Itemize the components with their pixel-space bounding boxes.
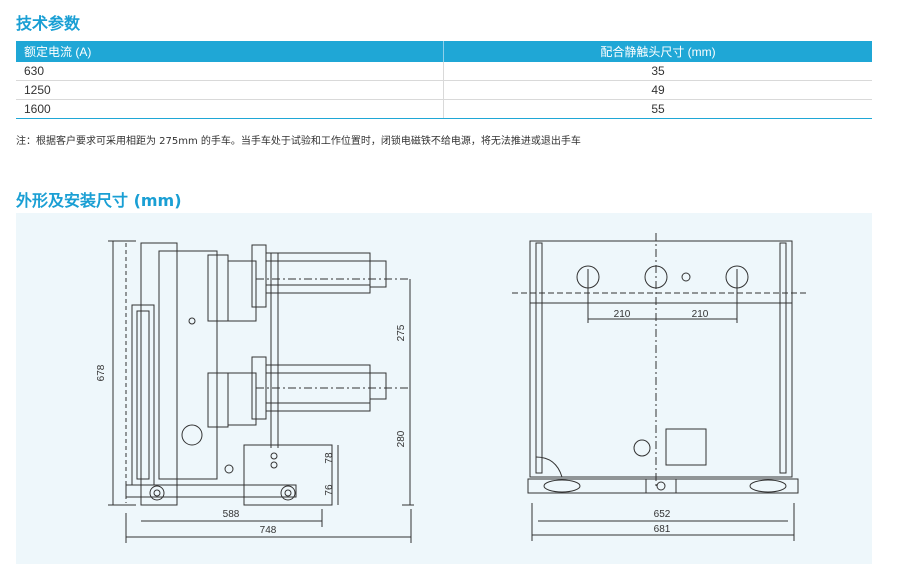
base-height-label: 76 xyxy=(324,484,335,496)
lower-contact-height-label: 280 xyxy=(396,430,407,447)
rated-current-cell: 1600 xyxy=(16,99,444,119)
wheel-icon xyxy=(280,485,296,501)
table-row: 1600 55 xyxy=(16,99,872,119)
table-row: 630 35 xyxy=(16,62,872,81)
rated-current-cell: 630 xyxy=(16,62,444,81)
rated-current-cell: 1250 xyxy=(16,80,444,100)
dimension-section-title: 外形及安装尺寸 (mm) xyxy=(16,191,182,210)
contact-size-cell: 55 xyxy=(443,99,872,119)
spec-table-header: 额定电流 (A) 配合静触头尺寸 (mm) xyxy=(16,41,872,62)
upper-flange xyxy=(251,244,267,308)
contact-size-cell: 49 xyxy=(443,80,872,100)
upper-insulator xyxy=(207,254,229,322)
header-rated-current: 额定电流 (A) xyxy=(16,41,444,62)
front-inner-width-label: 652 xyxy=(654,509,671,520)
dimension-drawing-panel: 678 275 280 78 76 588 748 xyxy=(16,213,872,564)
side-frame xyxy=(140,242,178,506)
side-height-label: 678 xyxy=(96,364,107,381)
header-contact-size: 配合静触头尺寸 (mm) xyxy=(443,41,872,62)
base-rail xyxy=(125,484,297,498)
upper-arm xyxy=(265,252,371,294)
side-view: 678 275 280 78 76 588 748 xyxy=(96,240,414,543)
bracket-height-label: 78 xyxy=(324,452,335,464)
front-overall-width-label: 681 xyxy=(654,524,671,535)
terminal-circle xyxy=(644,265,668,289)
handle-circle xyxy=(181,424,203,446)
spec-table: 额定电流 (A) 配合静触头尺寸 (mm) 630 35 1250 49 160… xyxy=(16,41,872,119)
inner-width-label: 588 xyxy=(223,509,240,520)
spec-section-title: 技术参数 xyxy=(16,14,81,33)
side-body xyxy=(158,250,218,480)
nameplate xyxy=(665,428,707,466)
lower-insulator xyxy=(207,372,229,428)
wheel-icon xyxy=(149,485,165,501)
contact-size-cell: 35 xyxy=(443,62,872,81)
front-view: 210 210 652 681 xyxy=(512,233,808,541)
table-row: 1250 49 xyxy=(16,80,872,100)
spacing-left-label: 210 xyxy=(614,309,631,320)
overall-width-label: 748 xyxy=(260,525,277,536)
side-door xyxy=(131,304,155,486)
contact-spacing-label: 275 xyxy=(396,324,407,341)
spacing-right-label: 210 xyxy=(692,309,709,320)
spec-note: 注：根据客户要求可采用相距为 275mm 的手车。当手车处于试验和工作位置时，闭… xyxy=(16,136,581,147)
front-panel xyxy=(529,240,793,478)
dimension-drawing: 678 275 280 78 76 588 748 xyxy=(96,233,808,543)
